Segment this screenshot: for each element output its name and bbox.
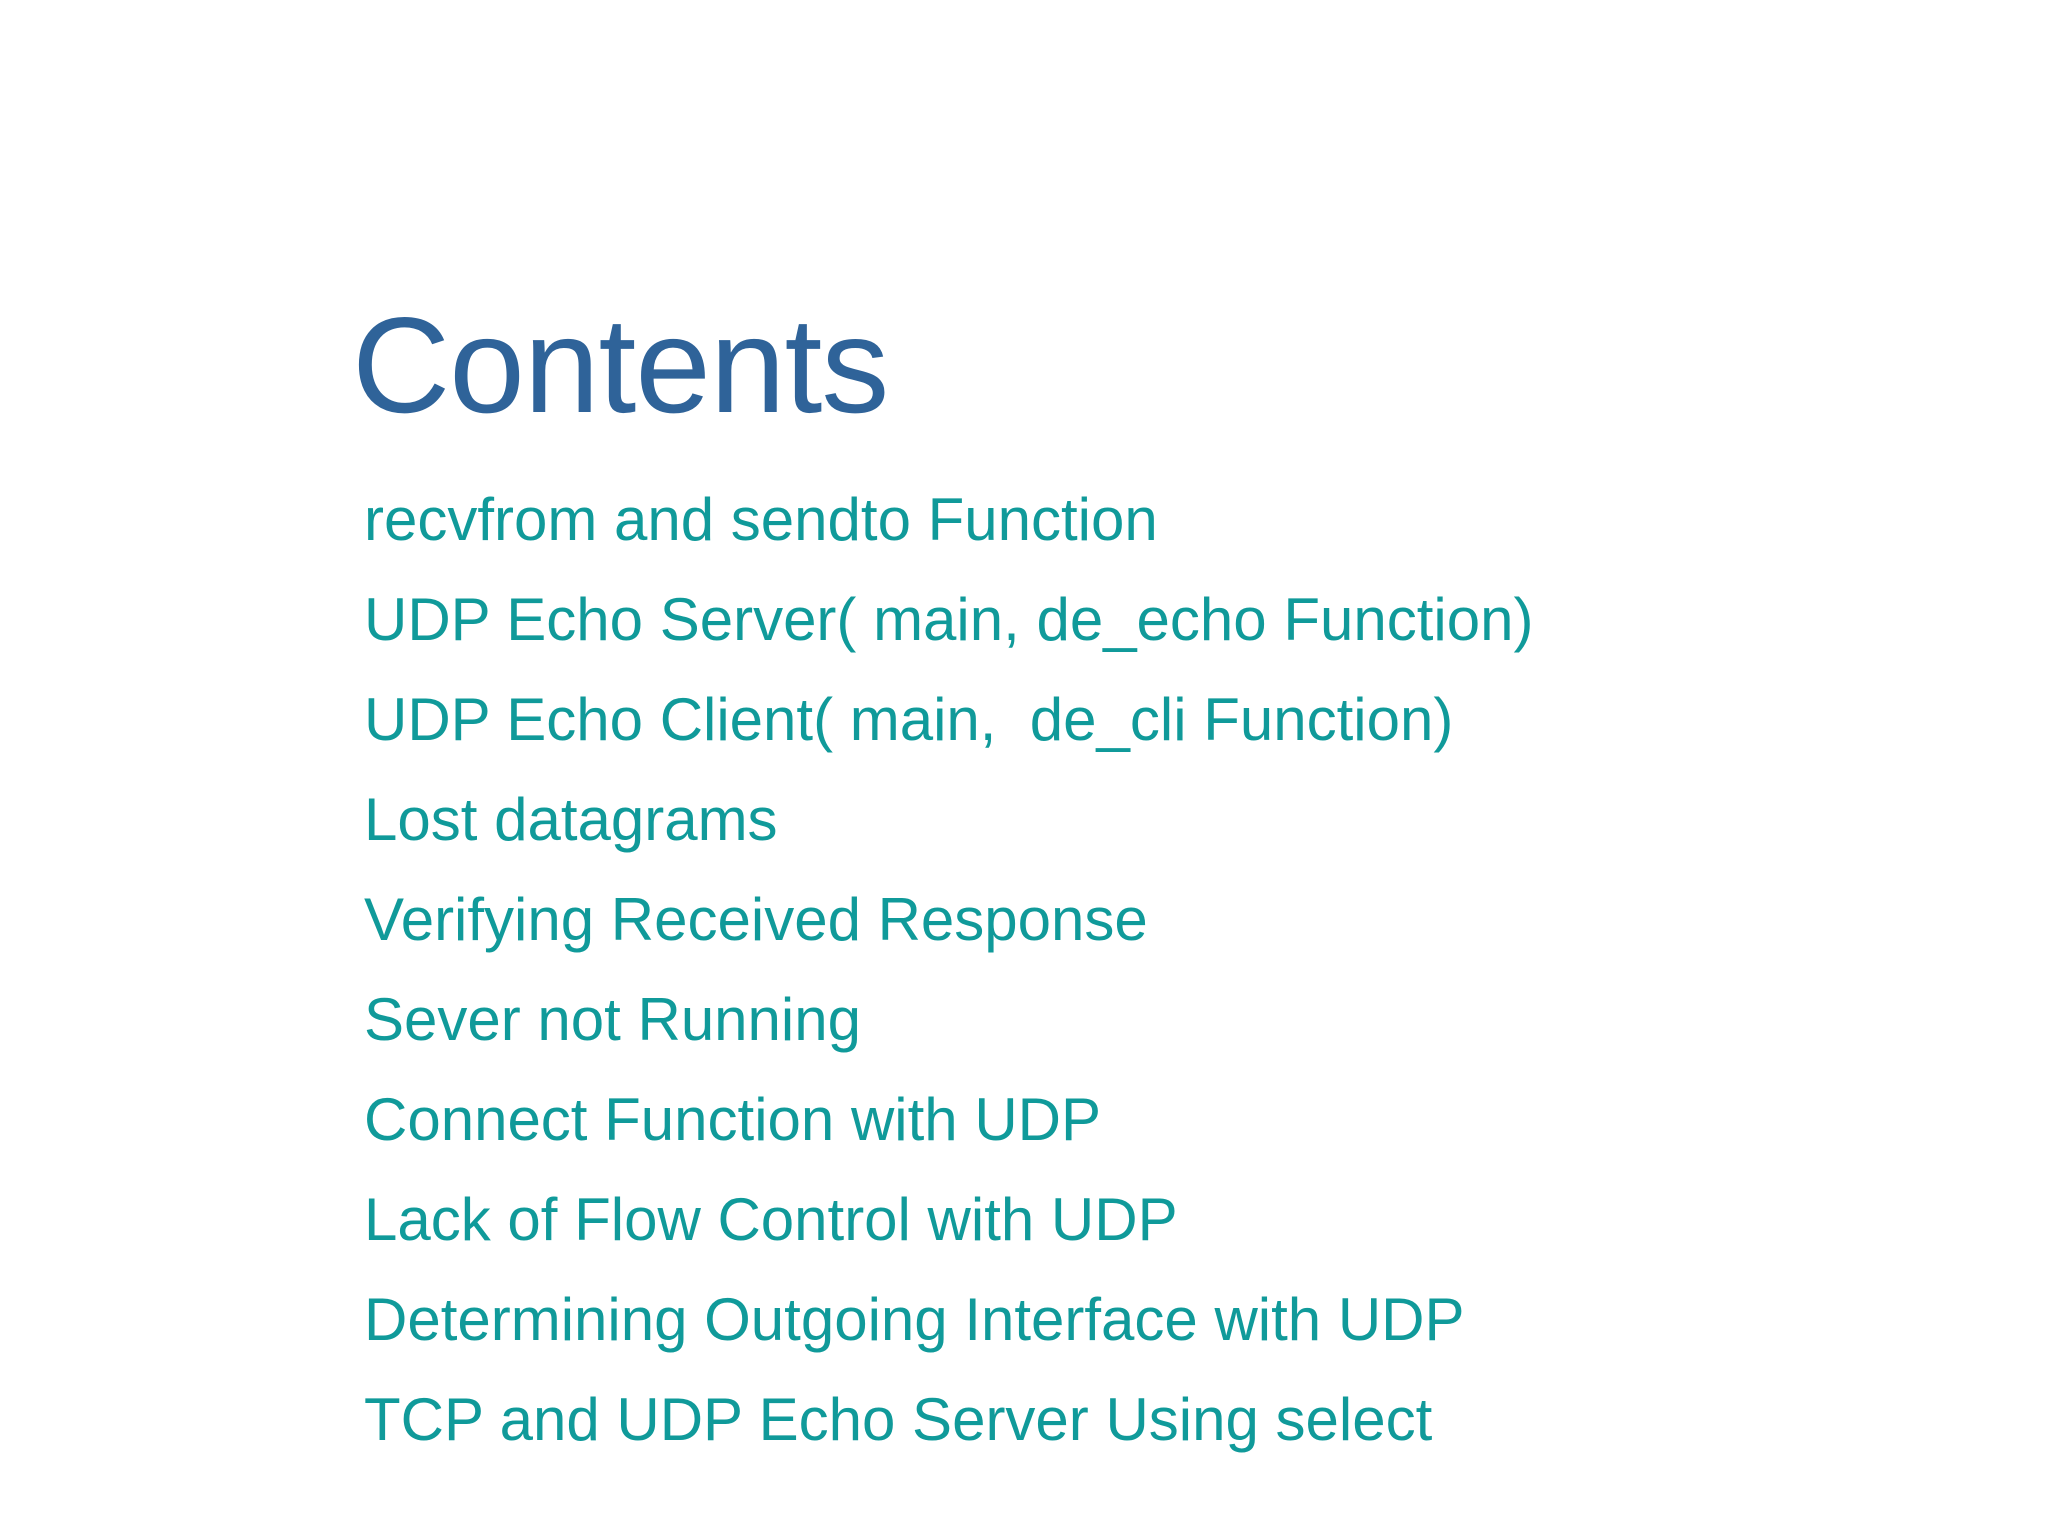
list-item: UDP Echo Client( main, de_cli Function) [364,686,1454,753]
list-item: UDP Echo Server( main, de_echo Function) [364,586,1534,653]
list-item: Lack of Flow Control with UDP [364,1186,1178,1253]
list-item: recvfrom and sendto Function [364,486,1158,553]
contents-list: recvfrom and sendto Function UDP Echo Se… [364,470,1924,1470]
list-item: Determining Outgoing Interface with UDP [364,1286,1465,1353]
list-item: TCP and UDP Echo Server Using select [364,1386,1433,1453]
page-title: Contents [352,289,889,442]
list-item: Lost datagrams [364,786,778,853]
list-item: Sever not Running [364,986,861,1053]
list-item: Connect Function with UDP [364,1086,1101,1153]
list-item: Verifying Received Response [364,886,1148,953]
